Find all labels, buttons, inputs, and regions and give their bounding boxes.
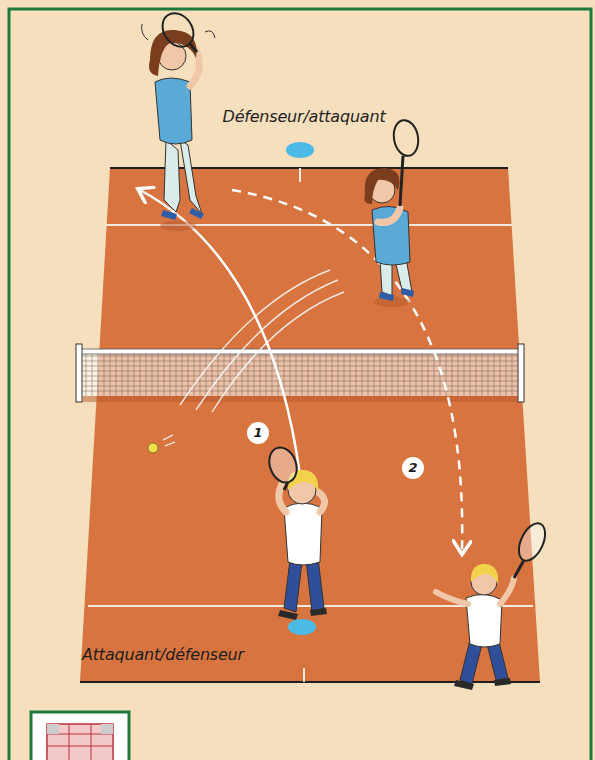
tennis-ball	[148, 443, 158, 453]
player-role-label: Défenseur/attaquant	[223, 107, 386, 126]
marker-cone	[286, 142, 314, 158]
marker-cone	[288, 619, 316, 635]
court	[80, 168, 540, 682]
player-girl	[142, 7, 215, 231]
court-thumbnail	[31, 712, 129, 760]
callout-number: 1	[247, 422, 269, 444]
ball-trajectory	[140, 190, 300, 475]
callout-number: 2	[402, 457, 424, 479]
net	[76, 344, 524, 402]
player-boy	[265, 444, 327, 620]
frame	[9, 9, 591, 760]
motion-lines	[180, 270, 344, 412]
court-outline	[80, 168, 540, 682]
court-lines	[88, 168, 533, 682]
player-boy	[436, 519, 550, 690]
motion-lines	[163, 435, 175, 446]
player-girl	[364, 118, 421, 307]
player-role-label: Attaquant/défenseur	[82, 645, 244, 664]
ball-trajectory-dashed	[232, 190, 462, 552]
